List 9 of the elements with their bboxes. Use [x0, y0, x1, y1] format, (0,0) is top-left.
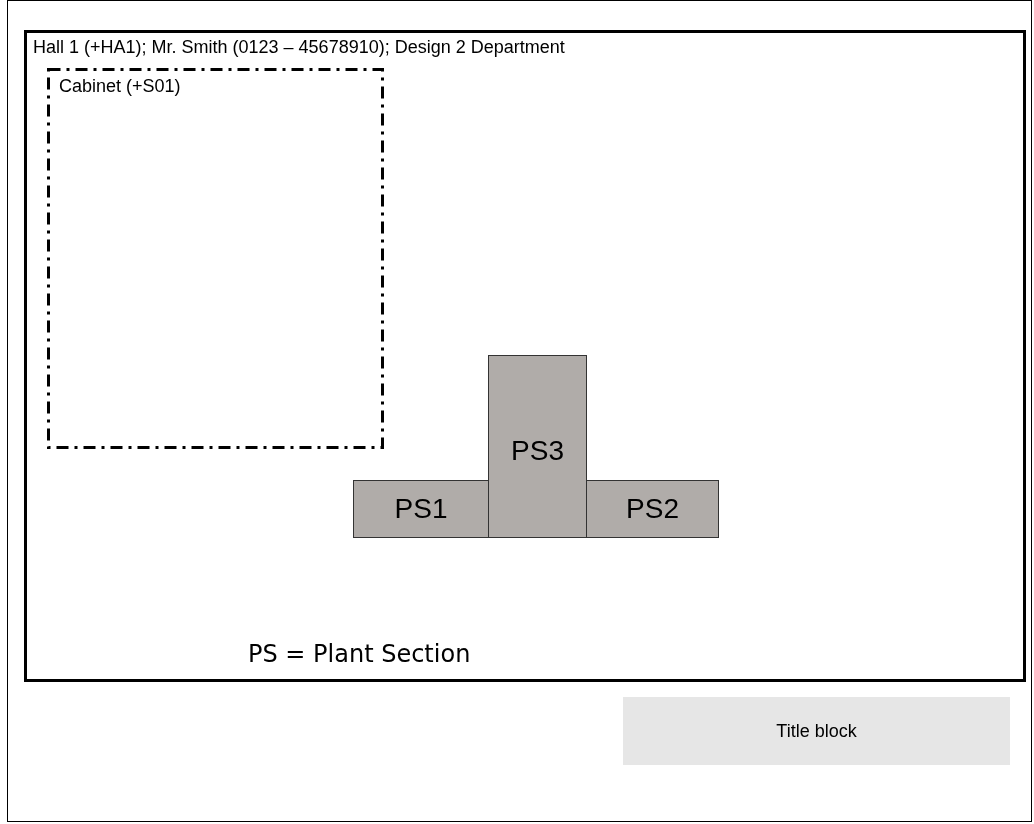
hall-label: Hall 1 (+HA1); Mr. Smith (0123 – 45678910); Design 2 Department	[33, 37, 565, 58]
section-block: PS1	[353, 480, 489, 538]
cabinet-region	[47, 68, 384, 449]
section-block: PS3	[488, 355, 587, 538]
note-text: PS = Plant Section	[248, 640, 471, 668]
section-block: PS2	[586, 480, 719, 538]
region-label: Cabinet (+S01)	[59, 76, 181, 97]
hall-frame	[24, 30, 1026, 682]
title-block: Title block	[623, 697, 1010, 765]
